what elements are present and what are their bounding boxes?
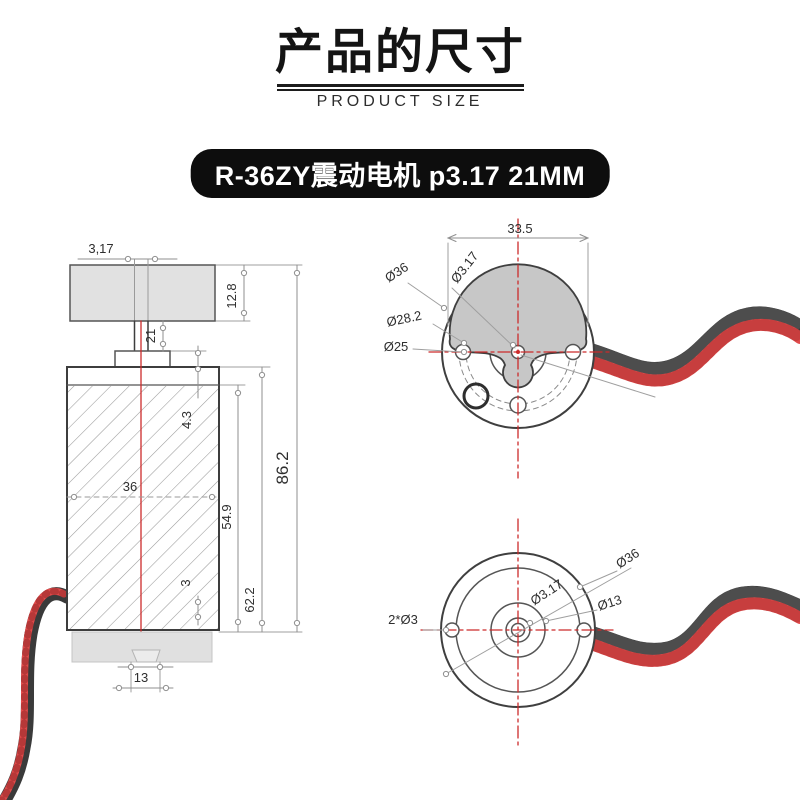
dim-mount-width: 13	[134, 670, 148, 685]
dim-can-height: 54.9	[219, 504, 234, 529]
label-boss-dia: Ø13	[596, 592, 624, 614]
title-underline-thin	[277, 89, 524, 91]
dim-shaft-dia: 3,17	[88, 241, 113, 256]
title-underline-thick	[277, 84, 524, 87]
dim-body-height: 62.2	[242, 587, 257, 612]
title-underline	[277, 84, 524, 91]
label-inner-dia: Ø25	[384, 339, 409, 354]
model-badge: R-36ZY震动电机 p3.17 21MM	[190, 149, 610, 198]
label-pitch-dia: Ø28.2	[385, 308, 423, 330]
dim-body-dia: 36	[123, 479, 137, 494]
dim-weight-height: 12.8	[224, 283, 239, 308]
top-view: 33.5 Ø36 Ø3.17 Ø28.2 Ø25	[382, 218, 800, 479]
dim-total-height: 86.2	[273, 451, 292, 484]
label-top-outer-dia: Ø36	[382, 259, 411, 285]
dim-cap-height: 4.3	[179, 411, 194, 429]
label-mount-holes: 2*Ø3	[388, 612, 418, 627]
locating-hole-bold	[462, 382, 490, 410]
collar-rect	[114, 350, 171, 368]
dim-weight-width: 33.5	[507, 221, 532, 236]
dim-bottom-gap: 3	[178, 579, 193, 586]
page-title: 产品的尺寸	[274, 26, 525, 79]
dim-shaft-length: 21	[143, 329, 158, 343]
side-view: 3,17 12.8 21 4.3 36 54.9	[0, 241, 303, 800]
bottom-view: Ø36 Ø3.17 Ø13 2*Ø3	[388, 518, 800, 750]
page-subtitle: PRODUCT SIZE	[316, 93, 484, 110]
weight-rect	[69, 264, 216, 322]
label-bottom-outer-dia: Ø36	[613, 545, 642, 571]
